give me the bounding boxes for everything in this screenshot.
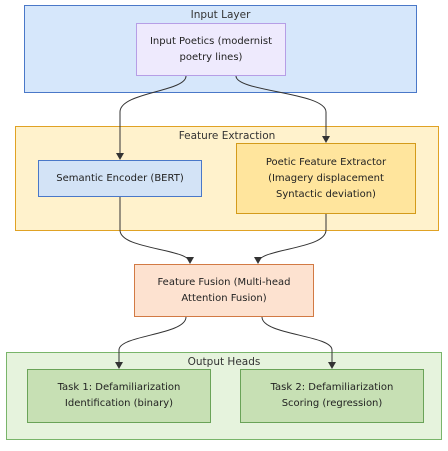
node-input-poetics-label: Input Poetics (modernist poetry lines) (149, 35, 273, 63)
edge-poetics-to-poetic (235, 75, 330, 143)
edge-semantic-to-fusion (119, 197, 194, 264)
node-task2-scoring: Task 2: Defamiliarization Scoring (regre… (240, 369, 424, 423)
edge-fusion-to-task1 (115, 316, 187, 369)
node-feature-fusion: Feature Fusion (Multi-head Attention Fus… (134, 264, 314, 317)
edge-fusion-to-task2 (261, 316, 336, 369)
node-feature-fusion-label: Feature Fusion (Multi-head Attention Fus… (157, 276, 291, 304)
node-semantic-encoder: Semantic Encoder (BERT) (38, 160, 202, 197)
group-title-feature-extraction: Feature Extraction (178, 130, 276, 142)
node-input-poetics: Input Poetics (modernist poetry lines) (136, 23, 286, 76)
node-task2-scoring-label: Task 2: Defamiliarization Scoring (regre… (270, 382, 394, 409)
group-title-input-layer: Input Layer (190, 9, 251, 21)
edge-poetic-to-fusion (254, 214, 327, 264)
edge-poetics-to-semantic (116, 75, 187, 160)
node-task1-identification: Task 1: Defamiliarization Identification… (27, 369, 211, 423)
group-title-output-heads: Output Heads (187, 356, 261, 368)
node-task1-identification-label: Task 1: Defamiliarization Identification… (57, 382, 181, 409)
node-semantic-encoder-label: Semantic Encoder (BERT) (56, 172, 184, 184)
node-poetic-feature-extractor-label: Poetic Feature Extractor (Imagery displa… (265, 156, 387, 200)
node-poetic-feature-extractor: Poetic Feature Extractor (Imagery displa… (236, 143, 416, 214)
